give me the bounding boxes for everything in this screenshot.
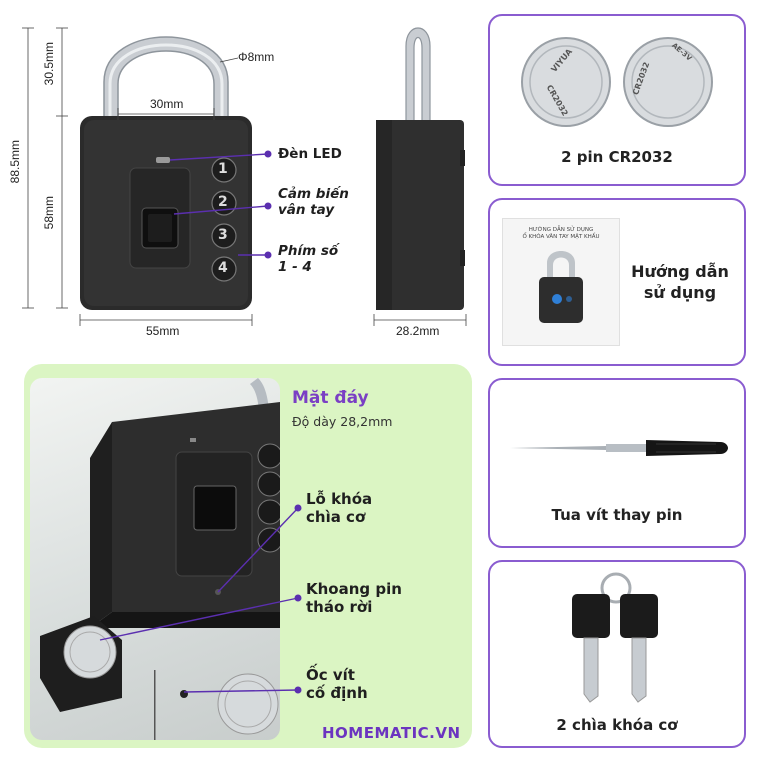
card-manual-label: Hướng dẫn sử dụng [624, 262, 736, 304]
callout-keyhole: Lỗ khóa chìa cơ [306, 490, 372, 526]
callout-screw-line2: cố định [306, 684, 368, 702]
bottom-view-title: Mặt đáy [292, 388, 369, 408]
body-width-label: 55mm [146, 324, 180, 338]
front-view-drawing [22, 27, 467, 326]
thickness-label: 28.2mm [396, 324, 440, 338]
keypad-key-2: 2 [218, 194, 228, 210]
battery-coins-image [521, 37, 713, 127]
card-manual-line2: sử dụng [643, 282, 717, 302]
callout-keys-line1: Phím số [278, 243, 339, 259]
manual-doc-subtitle: Ổ KHÓA VÂN TAY MẶT KHẨU [522, 234, 600, 241]
card-screwdriver [488, 378, 746, 548]
card-screwdriver-label: Tua vít thay pin [551, 506, 683, 524]
callout-sensor: Cảm biến vân tay [278, 186, 349, 218]
keypad-key-3: 3 [218, 227, 228, 243]
callout-screw: Ốc vít cố định [306, 666, 368, 702]
keys-image [572, 572, 658, 703]
led-indicator [156, 157, 170, 163]
screwdriver-image [510, 440, 728, 456]
manual-doc-title: HƯỚNG DẪN SỬ DỤNG [528, 227, 594, 233]
bottom-callout-lines [99, 504, 302, 694]
callout-led: Đèn LED [278, 146, 342, 162]
manual-lock-image [539, 251, 583, 324]
callout-keyhole-line1: Lỗ khóa [306, 490, 373, 508]
callout-keys: Phím số 1 - 4 [278, 243, 338, 275]
card-battery-label: 2 pin CR2032 [561, 148, 673, 166]
callout-screw-line1: Ốc vít [306, 666, 355, 684]
keypad-key-1: 1 [218, 161, 228, 177]
callout-sensor-line2: vân tay [278, 202, 335, 219]
card-keys-label: 2 chìa khóa cơ [556, 716, 678, 734]
callout-sensor-line1: Cảm biến [278, 186, 349, 202]
shackle-diameter-label: Φ8mm [238, 50, 275, 64]
bottom-view-subtitle: Độ dày 28,2mm [292, 414, 393, 429]
shackle-width-label: 30mm [150, 97, 184, 111]
callout-battery-line1: Khoang pin [306, 580, 402, 598]
callout-battery: Khoang pin tháo rời [306, 580, 402, 616]
bottom-lock-illustration [40, 378, 280, 740]
callout-battery-line2: tháo rời [306, 598, 373, 616]
bottom-view-photo [30, 378, 280, 740]
card-manual-line1: Hướng dẫn [631, 262, 729, 281]
brand-logo-text: HOMEMATIC.VN [322, 724, 461, 742]
callout-keyhole-line2: chìa cơ [306, 508, 366, 526]
keypad-key-4: 4 [218, 260, 228, 276]
side-body [376, 120, 464, 310]
callout-keys-line2: 1 - 4 [278, 259, 312, 276]
manual-booklet: HƯỚNG DẪN SỬ DỤNG Ổ KHÓA VÂN TAY MẶT KHẨ… [502, 218, 620, 346]
card-keys [488, 560, 746, 748]
